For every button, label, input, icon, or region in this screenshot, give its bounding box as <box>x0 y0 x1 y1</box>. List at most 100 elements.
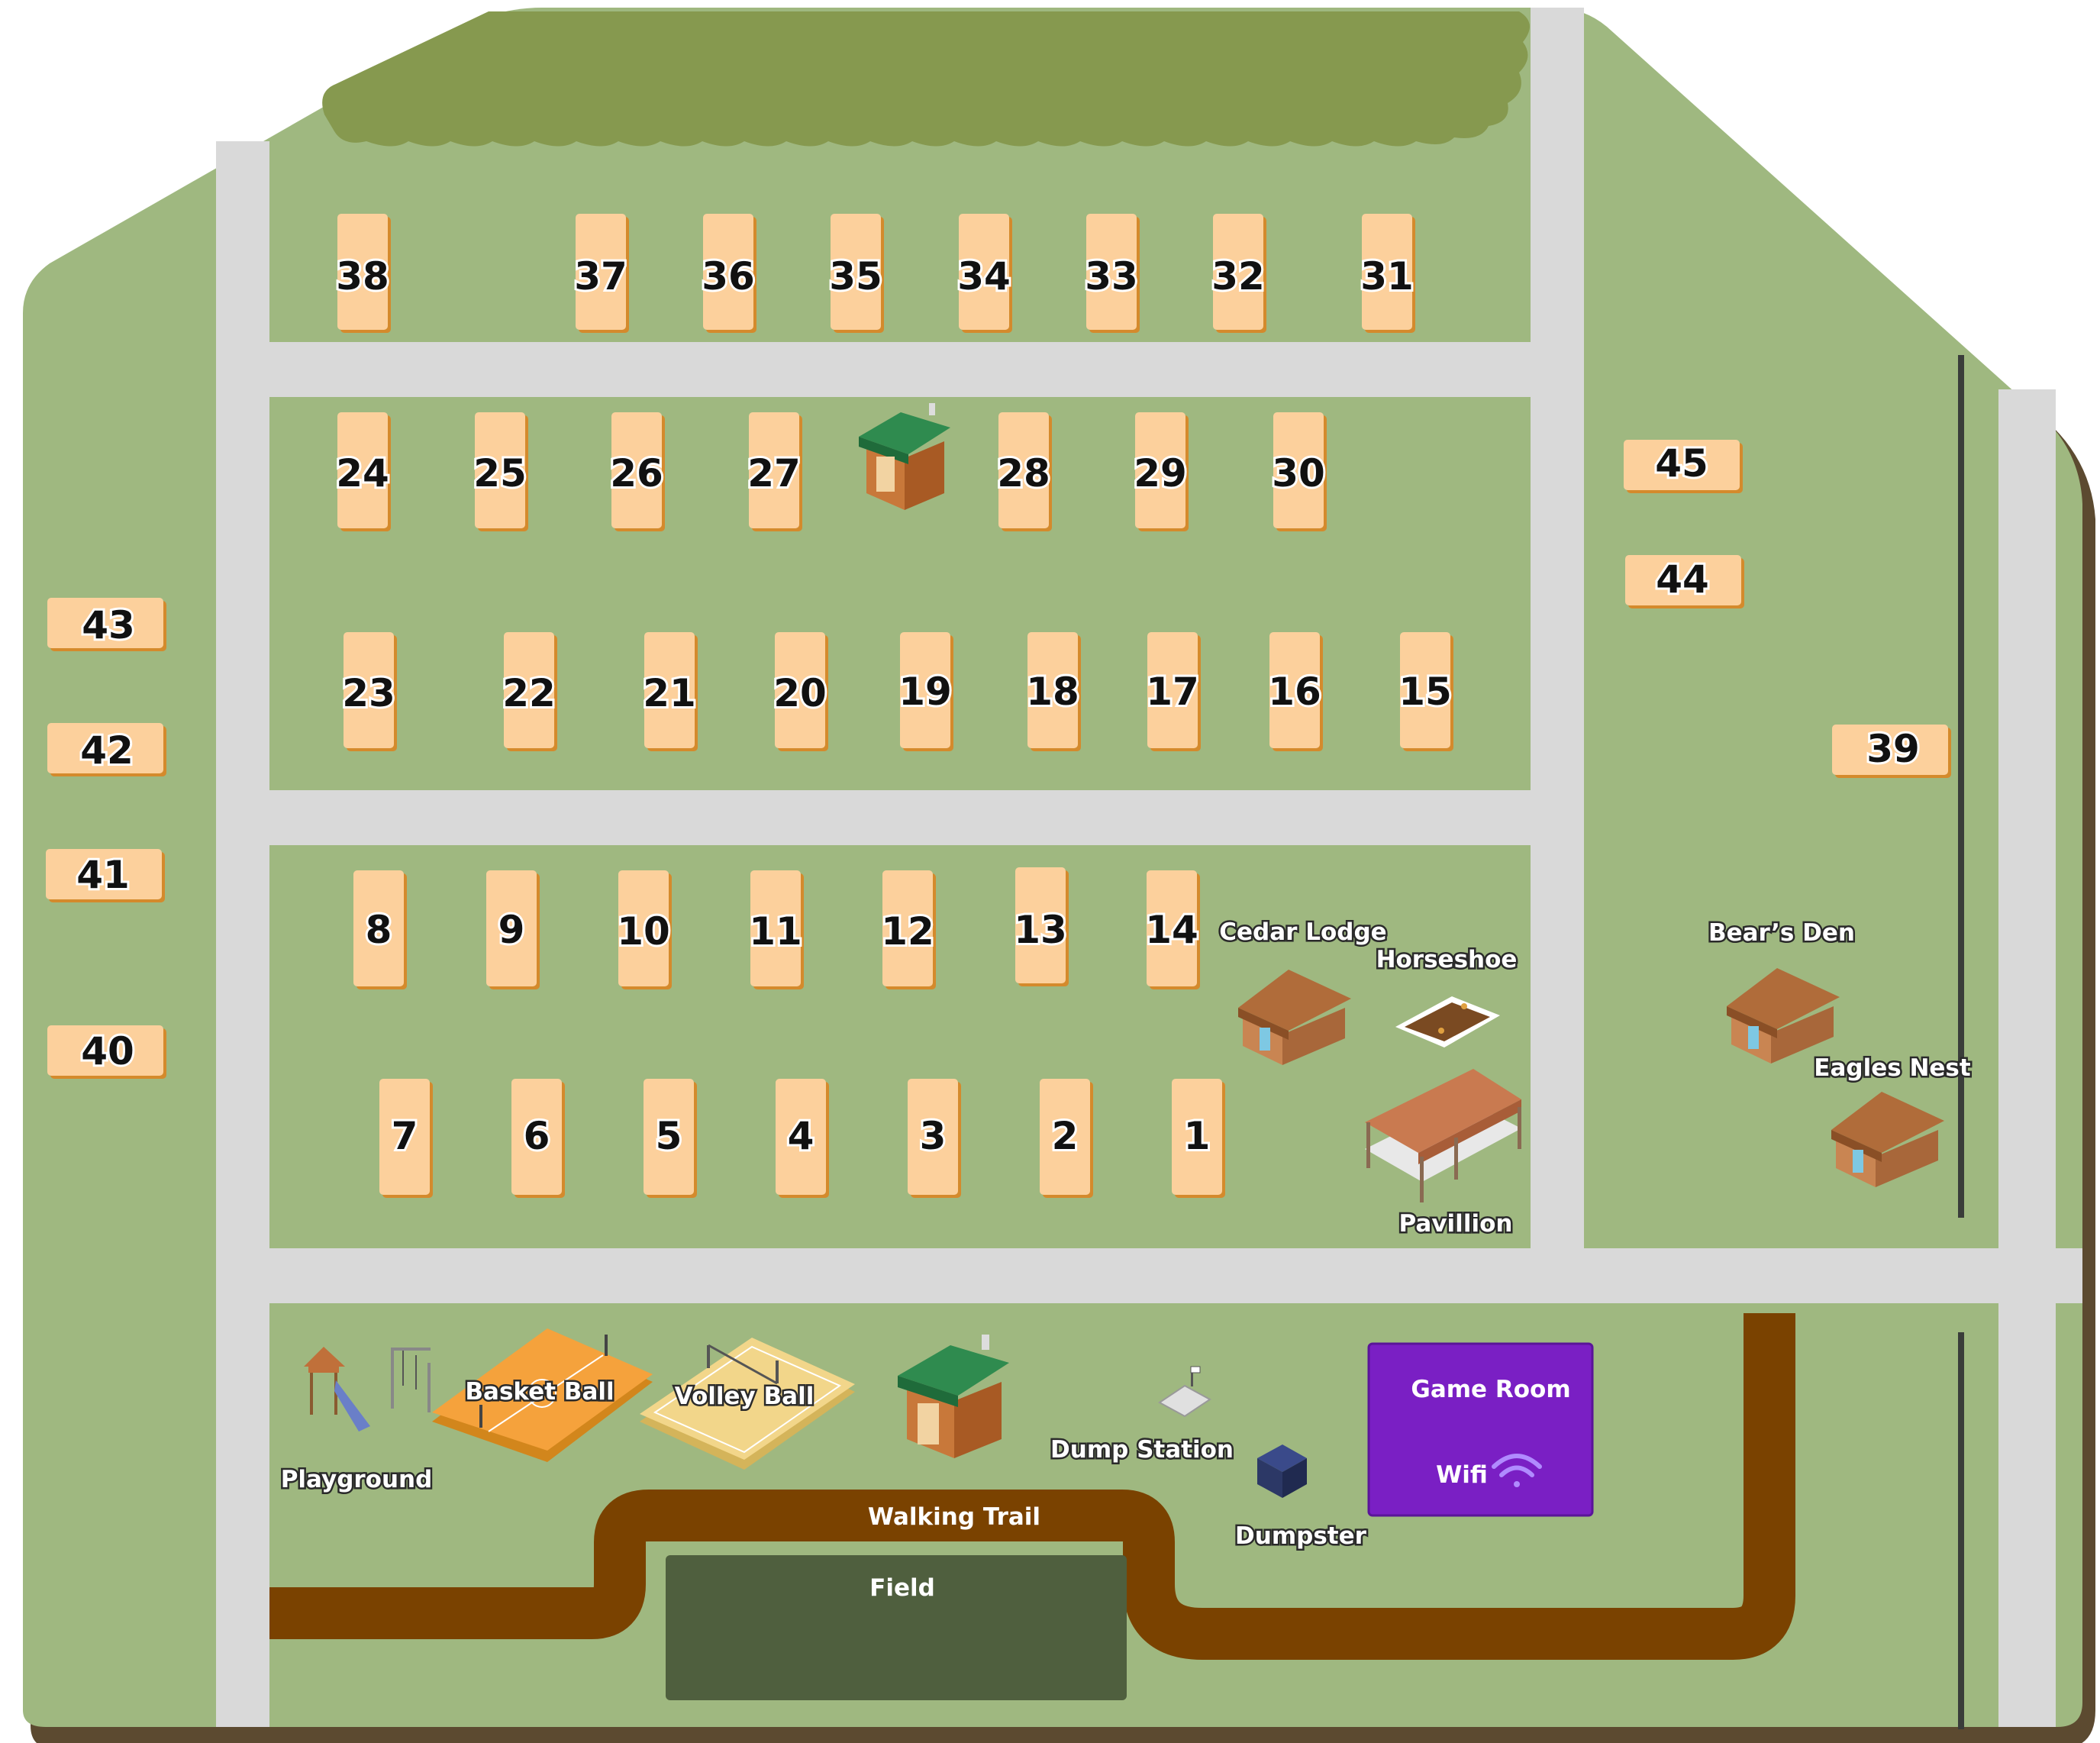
svg-text:41: 41 <box>76 853 130 897</box>
wifi-icon <box>1492 1454 1542 1487</box>
site-29[interactable]: 29 <box>1131 412 1189 531</box>
svg-text:40: 40 <box>81 1029 134 1073</box>
volleyball-court[interactable] <box>640 1338 855 1470</box>
roads <box>216 8 2082 1727</box>
site-42[interactable]: 42 <box>47 723 166 776</box>
svg-text:4: 4 <box>788 1114 815 1158</box>
site-37[interactable]: 37 <box>572 214 630 333</box>
site-19[interactable]: 19 <box>896 632 954 751</box>
svg-text:22: 22 <box>502 671 556 715</box>
road-west <box>216 141 269 1727</box>
site-43[interactable]: 43 <box>47 598 166 651</box>
site-41[interactable]: 41 <box>46 849 165 902</box>
outhouse-icon[interactable] <box>859 403 950 510</box>
walking-trail-label: Walking Trail <box>868 1503 1040 1531</box>
site-25[interactable]: 25 <box>471 412 529 531</box>
road-row-3 <box>216 1248 2082 1303</box>
site-9[interactable]: 9 <box>486 870 540 989</box>
walking-trail[interactable] <box>269 1313 1795 1660</box>
outhouse-icon[interactable] <box>898 1335 1009 1458</box>
svg-text:3: 3 <box>920 1114 947 1158</box>
site-23[interactable]: 23 <box>340 632 398 751</box>
svg-text:9: 9 <box>498 908 525 952</box>
site-21[interactable]: 21 <box>640 632 698 751</box>
site-38[interactable]: 38 <box>334 214 392 333</box>
site-1[interactable]: 1 <box>1172 1079 1225 1198</box>
site-44[interactable]: 44 <box>1625 555 1744 608</box>
site-2[interactable]: 2 <box>1040 1079 1093 1198</box>
svg-text:1: 1 <box>1184 1114 1211 1158</box>
site-33[interactable]: 33 <box>1082 214 1140 333</box>
svg-text:27: 27 <box>747 451 801 495</box>
site-pads: 38 37 36 35 34 33 32 31 24 25 26 27 28 2… <box>46 214 1951 1198</box>
site-18[interactable]: 18 <box>1024 632 1082 751</box>
site-28[interactable]: 28 <box>995 412 1053 531</box>
svg-text:17: 17 <box>1146 670 1199 714</box>
log-cabin-icon[interactable] <box>1238 970 1351 1065</box>
log-cabin-icon[interactable] <box>1831 1092 1944 1187</box>
site-10[interactable]: 10 <box>615 870 673 989</box>
pavilion-icon[interactable] <box>1365 1069 1521 1202</box>
site-16[interactable]: 16 <box>1266 632 1324 751</box>
site-15[interactable]: 15 <box>1396 632 1454 751</box>
site-27[interactable]: 27 <box>745 412 803 531</box>
site-35[interactable]: 35 <box>827 214 885 333</box>
site-39[interactable]: 39 <box>1832 725 1951 778</box>
site-45[interactable]: 45 <box>1624 439 1743 493</box>
site-17[interactable]: 17 <box>1144 632 1202 751</box>
field[interactable] <box>666 1555 1127 1700</box>
site-5[interactable]: 5 <box>644 1079 697 1198</box>
site-24[interactable]: 24 <box>334 412 392 531</box>
site-30[interactable]: 30 <box>1269 412 1327 531</box>
eagles-nest-label: Eagles Nest <box>1814 1054 1971 1082</box>
svg-text:11: 11 <box>749 909 802 954</box>
svg-text:24: 24 <box>336 451 389 495</box>
site-6[interactable]: 6 <box>511 1079 565 1198</box>
svg-text:7: 7 <box>392 1114 418 1158</box>
site-22[interactable]: 22 <box>500 632 558 751</box>
road-east <box>1998 389 2056 1727</box>
playground-icon[interactable] <box>304 1347 431 1432</box>
site-26[interactable]: 26 <box>608 412 666 531</box>
site-11[interactable]: 11 <box>747 870 805 989</box>
site-12[interactable]: 12 <box>879 870 937 989</box>
svg-text:44: 44 <box>1656 557 1709 602</box>
fence-upper <box>1958 355 1964 1218</box>
pavillion-label: Pavillion <box>1399 1210 1513 1238</box>
svg-text:33: 33 <box>1085 254 1138 299</box>
svg-text:14: 14 <box>1145 908 1198 952</box>
site-34[interactable]: 34 <box>955 214 1013 333</box>
site-7[interactable]: 7 <box>379 1079 433 1198</box>
site-8[interactable]: 8 <box>353 870 407 989</box>
svg-text:42: 42 <box>80 728 134 773</box>
svg-text:13: 13 <box>1014 908 1067 952</box>
svg-text:10: 10 <box>617 909 670 954</box>
basketball-court[interactable] <box>432 1328 653 1462</box>
volleyball-label: Volley Ball <box>675 1383 815 1410</box>
site-36[interactable]: 36 <box>699 214 757 333</box>
site-4[interactable]: 4 <box>776 1079 829 1198</box>
game-room[interactable] <box>1367 1342 1594 1517</box>
horseshoe-label: Horseshoe <box>1376 946 1518 973</box>
svg-text:26: 26 <box>610 451 663 495</box>
site-32[interactable]: 32 <box>1209 214 1267 333</box>
dumpster-icon[interactable] <box>1257 1444 1307 1498</box>
svg-text:31: 31 <box>1360 254 1414 299</box>
svg-text:15: 15 <box>1398 670 1452 714</box>
svg-text:8: 8 <box>366 908 392 952</box>
bears-den-label: Bear’s Den <box>1708 919 1855 947</box>
horseshoe-pit-icon[interactable] <box>1395 996 1500 1047</box>
svg-text:18: 18 <box>1026 670 1079 714</box>
site-40[interactable]: 40 <box>47 1025 166 1079</box>
site-13[interactable]: 13 <box>1011 867 1069 986</box>
site-14[interactable]: 14 <box>1143 870 1201 989</box>
field-label: Field <box>869 1574 935 1602</box>
road-row-2 <box>216 790 1584 845</box>
site-3[interactable]: 3 <box>908 1079 961 1198</box>
svg-text:38: 38 <box>336 254 389 299</box>
log-cabin-icon[interactable] <box>1727 968 1840 1064</box>
dump-station-icon[interactable] <box>1158 1366 1211 1418</box>
site-20[interactable]: 20 <box>771 632 829 751</box>
dumpster-label: Dumpster <box>1235 1522 1367 1550</box>
site-31[interactable]: 31 <box>1358 214 1416 333</box>
